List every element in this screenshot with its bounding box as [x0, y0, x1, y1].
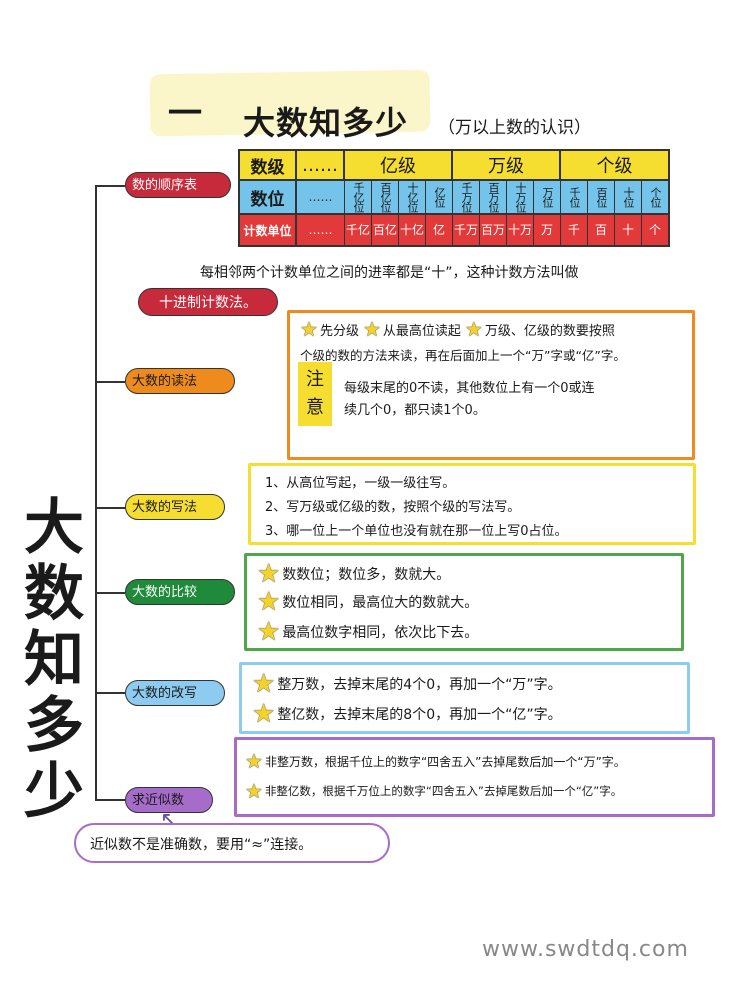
star-icon: ★	[245, 749, 263, 773]
star-icon: ★	[257, 559, 281, 589]
decimal-note: 每相邻两个计数单位之间的进率都是“十”，这种计数方法叫做	[200, 265, 579, 281]
category-comparing: 大数的比较	[125, 579, 235, 605]
category-rewriting: 大数的改写	[125, 680, 225, 706]
unit-cell: 千	[561, 215, 588, 245]
star-icon: ★	[300, 317, 318, 341]
attention-label: 注 意	[298, 362, 332, 426]
unit-cell: 十亿	[399, 215, 426, 245]
table-row-places: 数位 …… 千亿位 百亿位 十亿位 亿位 千万位 百万位 十万位 万位 千位 百…	[238, 181, 670, 215]
place-ellipsis: ……	[297, 181, 345, 213]
star-icon: ★	[252, 669, 276, 699]
branch-writing	[95, 507, 125, 509]
comparing-box: ★数数位；数位多，数就大。 ★数位相同，最高位大的数就大。 ★最高位数字相同，依…	[244, 553, 684, 651]
unit-cell: 十万	[507, 215, 534, 245]
place-value-table: 数级 …… 亿级 万级 个级 数位 …… 千亿位 百亿位 十亿位 亿位 千万位 …	[238, 149, 670, 247]
rewriting-box: ★整万数，去掉末尾的4个0，再加一个“万”字。 ★整亿数，去掉末尾的8个0，再加…	[239, 662, 690, 734]
writing-rule: 2、写万级或亿级的数，按照个级的写法写。	[265, 500, 521, 515]
place-cell: 十万位	[507, 181, 534, 213]
place-cell: 十亿位	[399, 181, 426, 213]
unit-cell: 千万	[453, 215, 480, 245]
place-cell: 千万位	[453, 181, 480, 213]
place-cell: 百位	[588, 181, 615, 213]
branch-approximate	[95, 799, 125, 801]
row-label-place: 数位	[240, 181, 297, 213]
reading-box: ★ 先分级 ★ 从最高位读起 ★ 万级、亿级的数要按照 个级的数的方法来读，再在…	[287, 310, 695, 460]
grade-wan: 万级	[453, 151, 561, 179]
star-icon: ★	[464, 317, 483, 341]
row-label-grade: 数级	[240, 151, 297, 179]
category-order-table: 数的顺序表	[125, 172, 231, 198]
grade-ellipsis: ……	[297, 151, 345, 179]
unit-subtitle: （万以上数的认识）	[438, 118, 591, 138]
place-cell: 万位	[534, 181, 561, 213]
unit-title: 大数知多少	[243, 104, 409, 142]
approx-note: 近似数不是准确数，要用“≈”连接。	[74, 823, 390, 863]
category-approximate: 求近似数	[125, 787, 213, 813]
table-row-grades: 数级 …… 亿级 万级 个级	[238, 149, 670, 181]
branch-order	[95, 185, 125, 187]
writing-rule: 3、哪一位上一个单位也没有就在那一位上写0占位。	[265, 524, 568, 539]
star-icon: ★	[362, 317, 381, 341]
decimal-term: 十进制计数法。	[138, 288, 278, 316]
place-cell: 千亿位	[345, 181, 372, 213]
tree-trunk	[95, 185, 97, 799]
place-cell: 十位	[615, 181, 642, 213]
unit-cell: 亿	[426, 215, 453, 245]
writing-rule: 1、从高位写起，一级一级往写。	[265, 476, 456, 491]
grade-yi: 亿级	[345, 151, 453, 179]
branch-rewriting	[95, 692, 125, 694]
star-icon: ★	[245, 779, 263, 803]
unit-cell: 百亿	[372, 215, 399, 245]
grade-ge: 个级	[596, 156, 633, 177]
place-cell: 百亿位	[372, 181, 399, 213]
place-cell: 个位	[649, 187, 662, 207]
big-vertical-title: 大 数 知 多 少	[24, 493, 84, 827]
unit-cell: 十	[615, 215, 642, 245]
row-label-unit: 计数单位	[240, 215, 297, 245]
place-cell: 亿位	[426, 181, 453, 213]
unit-ellipsis: ……	[297, 215, 345, 245]
star-icon: ★	[257, 587, 281, 617]
place-cell: 千位	[561, 181, 588, 213]
unit-number: 一	[168, 94, 202, 134]
category-writing: 大数的写法	[125, 494, 225, 520]
unit-cell: 百万	[480, 215, 507, 245]
unit-cell: 万	[534, 215, 561, 245]
unit-cell: 千亿	[345, 215, 372, 245]
category-reading: 大数的读法	[125, 368, 235, 394]
table-row-units: 计数单位 …… 千亿 百亿 十亿 亿 千万 百万 十万 万 千 百 十 个	[238, 215, 670, 247]
branch-reading	[95, 381, 125, 383]
unit-cell: 个	[648, 223, 661, 237]
star-icon: ★	[257, 617, 281, 647]
approximate-box: ★非整万数，根据千位上的数字“四舍五入”去掉尾数后加一个“万”字。 ★非整亿数，…	[234, 737, 715, 817]
branch-comparing	[95, 592, 125, 594]
star-icon: ★	[252, 699, 276, 729]
unit-cell: 百	[588, 215, 615, 245]
writing-box: 1、从高位写起，一级一级往写。 2、写万级或亿级的数，按照个级的写法写。 3、哪…	[248, 463, 696, 545]
place-cell: 百万位	[480, 181, 507, 213]
watermark: www.swdtdq.com	[482, 937, 689, 962]
